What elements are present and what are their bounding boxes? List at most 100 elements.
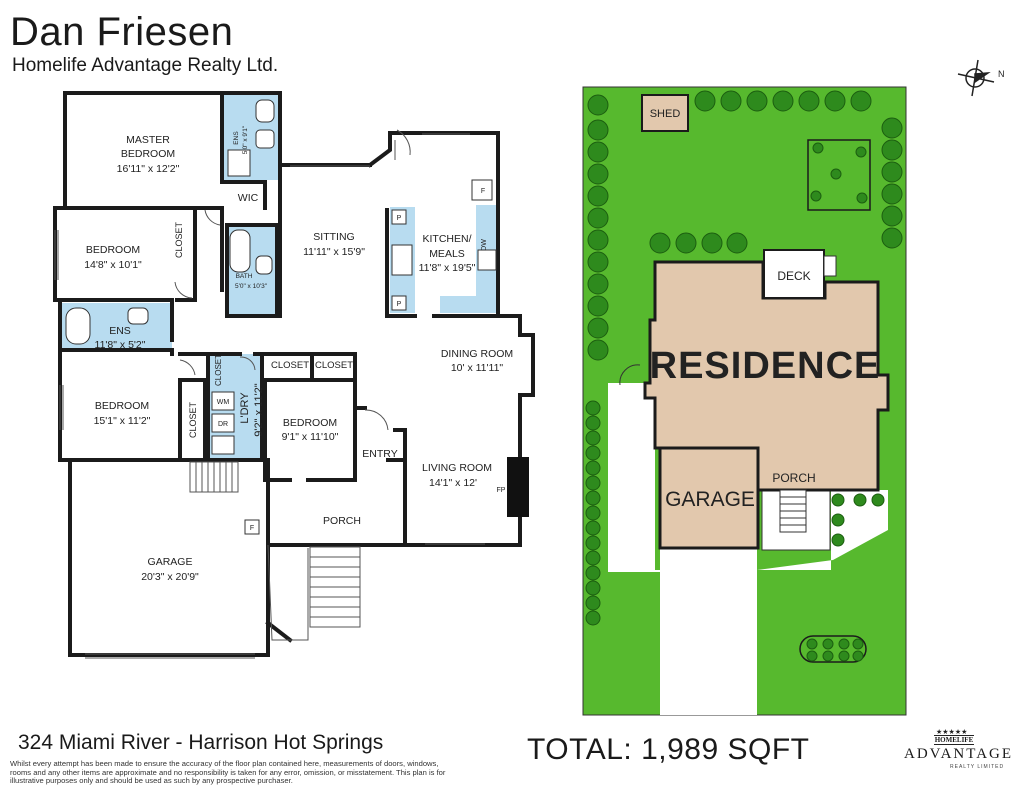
kitchen-label-2: MEALS xyxy=(429,248,465,260)
compass-north-label: N xyxy=(998,69,1005,79)
tree-icon xyxy=(881,139,903,161)
tree-icon xyxy=(587,94,609,116)
company-name: Homelife Advantage Realty Ltd. xyxy=(12,55,279,76)
master-bedroom-label-2: BEDROOM xyxy=(121,148,175,160)
tree-icon xyxy=(726,232,748,254)
sitting-size: 11'11" x 15'9" xyxy=(303,246,365,258)
tree-icon xyxy=(587,163,609,185)
bedroom-3-label: BEDROOM xyxy=(95,400,149,412)
ens-2-size: 11'8" x 5'2" xyxy=(95,339,146,351)
tree-icon xyxy=(585,400,601,416)
logo-subtitle: REALTY LIMITED xyxy=(950,764,1005,770)
tree-icon xyxy=(585,550,601,566)
logo-stars: ★★★★★ xyxy=(936,729,968,736)
logo-name: ADVANTAGE xyxy=(904,746,1014,762)
tree-icon xyxy=(585,460,601,476)
site-porch-label: PORCH xyxy=(772,471,815,485)
tree-icon xyxy=(812,142,824,154)
tree-icon xyxy=(587,295,609,317)
tree-icon xyxy=(587,141,609,163)
tree-icon xyxy=(806,650,818,662)
garden-plot xyxy=(807,139,871,211)
bedroom-2-label: BEDROOM xyxy=(86,244,140,256)
laundry-size: 9'2" x 11'2" xyxy=(253,383,265,436)
ens-top-label: ENS xyxy=(233,131,240,145)
bedroom-4-label: BEDROOM xyxy=(283,417,337,429)
tree-icon xyxy=(831,513,845,527)
laundry-label: L'DRY xyxy=(239,392,251,424)
tree-icon xyxy=(806,638,818,650)
closet-1-label: CLOSET xyxy=(174,221,184,258)
dining-size: 10' x 11'11" xyxy=(451,362,504,374)
entry-label: ENTRY xyxy=(362,448,397,460)
tree-icon xyxy=(585,595,601,611)
tree-icon xyxy=(824,90,846,112)
tree-icon xyxy=(838,650,850,662)
tree-icon xyxy=(587,119,609,141)
fireplace xyxy=(507,457,529,517)
porch-label: PORCH xyxy=(323,515,361,527)
tree-icon xyxy=(838,638,850,650)
agent-name: Dan Friesen xyxy=(10,10,234,54)
tree-icon xyxy=(585,445,601,461)
tree-icon xyxy=(587,185,609,207)
tree-icon xyxy=(881,227,903,249)
tree-icon xyxy=(852,650,864,662)
tree-icon xyxy=(822,650,834,662)
garage-size: 20'3" x 20'9" xyxy=(141,571,199,583)
wic-label: WIC xyxy=(238,192,259,204)
living-label: LIVING ROOM xyxy=(422,462,492,474)
dining-label: DINING ROOM xyxy=(441,348,513,360)
site-shed xyxy=(641,94,689,132)
site-garage-label: GARAGE xyxy=(665,488,755,511)
bath-label: BATH xyxy=(236,273,253,280)
bedroom-2-size: 14'8" x 10'1" xyxy=(84,259,142,271)
tree-icon xyxy=(585,580,601,596)
disclaimer-text: Whilst every attempt has been made to en… xyxy=(10,759,446,786)
kitchen-label-1: KITCHEN/ xyxy=(422,233,471,245)
tree-icon xyxy=(587,273,609,295)
tree-icon xyxy=(585,565,601,581)
tree-icon xyxy=(856,192,868,204)
tree-icon xyxy=(798,90,820,112)
logo-brand: HOMELIFE xyxy=(934,735,974,745)
tree-icon xyxy=(830,168,842,180)
tree-icon xyxy=(675,232,697,254)
tree-icon xyxy=(587,339,609,361)
tree-icon xyxy=(587,317,609,339)
tree-icon xyxy=(720,90,742,112)
ens-top-size: 5'0" x 9'1" xyxy=(242,125,249,154)
tree-icon xyxy=(871,493,885,507)
master-bedroom-label-1: MASTER xyxy=(126,134,170,146)
tree-icon xyxy=(585,430,601,446)
closet-5-label: CLOSET xyxy=(315,360,353,371)
fridge-label: F xyxy=(481,188,485,195)
tree-icon xyxy=(585,475,601,491)
tree-icon xyxy=(881,205,903,227)
property-address: 324 Miami River - Harrison Hot Springs xyxy=(18,731,384,754)
shed-label: SHED xyxy=(650,108,681,120)
tree-icon xyxy=(810,190,822,202)
tree-icon xyxy=(587,207,609,229)
tree-icon xyxy=(881,161,903,183)
tree-icon xyxy=(881,183,903,205)
tree-icon xyxy=(853,493,867,507)
tree-icon xyxy=(585,610,601,626)
tree-icon xyxy=(649,232,671,254)
dryer-label: DR xyxy=(218,421,228,428)
tree-icon xyxy=(585,535,601,551)
tree-icon xyxy=(822,638,834,650)
ens-2-label: ENS xyxy=(109,325,131,337)
kitchen-size: 11'8" x 19'5" xyxy=(419,262,476,274)
closet-2-label: CLOSET xyxy=(188,401,198,438)
tree-icon xyxy=(881,117,903,139)
washer-label: WM xyxy=(217,399,230,406)
tree-icon xyxy=(694,90,716,112)
north-compass-icon xyxy=(957,59,995,97)
site-garage xyxy=(658,446,760,550)
sitting-label: SITTING xyxy=(313,231,354,243)
master-bedroom-size: 16'11" x 12'2" xyxy=(117,163,180,175)
closet-4-label: CLOSET xyxy=(271,360,309,371)
pantry-2-label: P xyxy=(397,301,402,308)
